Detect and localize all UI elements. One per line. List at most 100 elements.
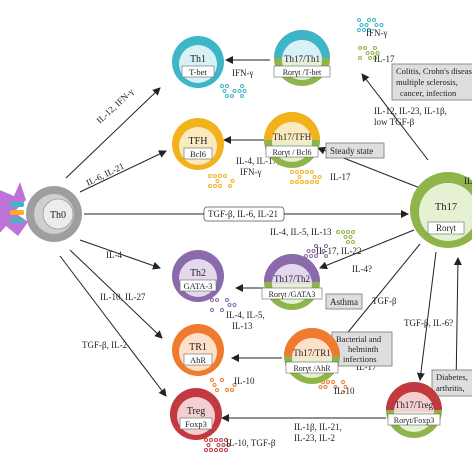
cytokine-dot (220, 378, 224, 382)
cytokine-dots (204, 18, 384, 452)
cytokine-dot (204, 448, 208, 452)
cell-tr1-name: TR1 (189, 342, 207, 353)
secretion-th17th2-top: IL-4, IL-5, IL-13 (270, 227, 332, 237)
cytokine-dot (336, 230, 340, 234)
cytokine-dot (305, 180, 309, 184)
secretion-th2-b: IL-13 (232, 321, 253, 331)
cytokine-dot (365, 51, 370, 55)
cytokine-dot (215, 298, 219, 302)
arrow-th17-th17th1 (361, 73, 429, 161)
label-th0-treg: TGF-β, IL-2 (82, 340, 127, 350)
cytokine-dot (224, 448, 228, 452)
cell-th17-treg-name: Th17/Treg (395, 400, 434, 410)
cytokine-dot (240, 84, 244, 88)
disease-colitis-line3: cancer, infection (400, 88, 457, 98)
secretion-th2-a: IL-4, IL-5, (226, 310, 265, 320)
cytokine-dot (212, 383, 217, 387)
label-th0-th2: IL-4 (106, 250, 122, 260)
th17-signal-box (203, 206, 285, 222)
cytokine-dot (351, 240, 355, 244)
cytokine-dot (370, 51, 375, 55)
cell-th1: Th1 T-bet (172, 36, 224, 88)
cytokine-dot (358, 46, 362, 50)
cytokine-dot (210, 298, 214, 302)
cytokine-dot (373, 56, 377, 60)
cell-th0-label: Th0 (50, 210, 66, 221)
disease-box-steady: Steady state (325, 142, 385, 159)
cytokine-dot (230, 388, 234, 392)
cytokine-dot (310, 180, 314, 184)
arrow-th17-th17tr1 (339, 243, 421, 343)
cell-treg: Treg Foxp3 (170, 388, 222, 440)
cytokine-dot (375, 51, 380, 55)
label-th0-th1: IL-12, IFN-γ (95, 86, 136, 125)
cytokine-dot (230, 179, 235, 183)
label-th0-th17: TGF-β, IL-6, IL-21 (208, 209, 278, 219)
cytokine-dot (343, 385, 348, 389)
cell-th17-th1-factor: Rorγt /T-bet (283, 68, 322, 77)
secretion-th17tfh-b: IFN-γ (240, 167, 261, 177)
cell-th17-tfh: Th17/TFH Rorγt / Bcl6 (264, 112, 320, 168)
disease-diabetes-line1: Diabetes, (436, 372, 468, 382)
cytokine-dot (240, 94, 244, 98)
cytokine-dot (359, 23, 364, 27)
disease-asthma: Asthma (330, 297, 358, 307)
disease-colitis-line2: multiple sclerosis, (396, 77, 458, 87)
disease-box-colitis: Colitis, Crohn's disease, multiple scler… (391, 63, 472, 101)
cytokine-dot (348, 235, 353, 239)
cytokine-dot (357, 28, 361, 32)
cytokine-dot (324, 244, 328, 248)
disease-diabetes-line2: arthritis, (436, 383, 465, 393)
cytokine-dot (314, 244, 318, 248)
cytokine-dot (290, 180, 294, 184)
cytokine-dot (215, 388, 219, 392)
cytokine-dot (314, 254, 318, 258)
cytokine-dot (346, 240, 350, 244)
cell-th17-tr1: Th17/TR1 Rorγt /AhR (284, 328, 340, 384)
arrow-th0-th1 (65, 87, 161, 179)
cell-th17-th2-name: Th17/Th2 (274, 274, 310, 284)
secretion-tr1: IL-10 (234, 376, 255, 386)
secretion-treg: IL-10, TGF-β (226, 438, 276, 448)
label-th17-th2: IL-4? (352, 264, 372, 274)
cytokine-dot (210, 308, 214, 312)
cytokine-dot (341, 390, 345, 394)
cytokine-dot (223, 174, 227, 178)
cell-th17-th2-factor: Rorγt /GATA3 (269, 290, 316, 299)
cytokine-dot (368, 56, 372, 60)
secretion-th17th1-a: IFN-γ (366, 28, 387, 38)
cell-th2: Th2 GATA-3 (172, 250, 224, 302)
label-treg-th17-b: IL-23, IL-2 (294, 433, 335, 443)
cytokine-dot (209, 438, 213, 442)
cytokine-dot (204, 438, 208, 442)
cytokine-dot (317, 175, 322, 179)
cytokine-dot (209, 448, 213, 452)
cytokine-dot (300, 180, 304, 184)
arrow-th0-tfh (79, 150, 167, 193)
cytokine-dot (367, 18, 371, 22)
cytokine-dot (312, 175, 317, 179)
cytokine-dot (221, 443, 226, 447)
cell-th17-name: Th17 (435, 202, 457, 213)
cell-th17-treg: Th17/Treg Rorγt/Foxp3 (386, 382, 442, 438)
cytokine-dot (318, 385, 323, 389)
disease-box-asthma: Asthma (325, 293, 363, 310)
disease-box-bacterial: Bacterial and helminth infections (331, 331, 393, 367)
cytokine-dot (232, 383, 237, 387)
cytokine-dot (237, 89, 242, 93)
cytokine-dot (242, 89, 247, 93)
cytokine-dot (372, 18, 376, 22)
secretion-th17tr1-a: IL-17 (356, 362, 377, 372)
cytokine-dot (305, 170, 309, 174)
cell-th0: Th0 (26, 186, 82, 242)
cytokine-dot (362, 28, 366, 32)
disease-colitis-line1: Colitis, Crohn's disease, (396, 66, 472, 76)
cell-th1-factor: T-bet (189, 67, 207, 77)
cytokine-dot (220, 84, 224, 88)
cytokine-dot (225, 388, 229, 392)
cytokine-dot (331, 380, 335, 384)
arrow-th17treg-th17 (453, 257, 462, 389)
cell-th17-edge-label: IL (464, 176, 472, 186)
cytokine-dot (210, 378, 214, 382)
